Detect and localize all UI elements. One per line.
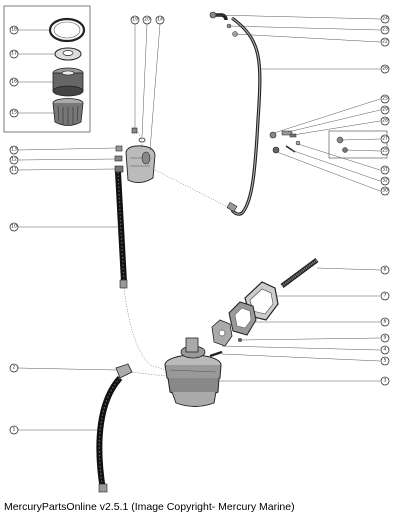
callout-12: 12 bbox=[9, 155, 19, 165]
svg-text:23: 23 bbox=[382, 27, 388, 33]
svg-text:29: 29 bbox=[382, 107, 388, 113]
svg-text:2: 2 bbox=[13, 365, 16, 371]
svg-text:32: 32 bbox=[382, 178, 388, 184]
callout-26: 26 bbox=[380, 64, 390, 74]
svg-text:25: 25 bbox=[382, 96, 388, 102]
svg-text:27: 27 bbox=[382, 136, 388, 142]
callout-4: 4 bbox=[380, 345, 390, 355]
callout-9: 9 bbox=[380, 333, 390, 343]
svg-text:16: 16 bbox=[11, 79, 17, 85]
copyright-caption: MercuryPartsOnline v2.5.1 (Image Copyrig… bbox=[4, 501, 295, 513]
svg-text:1: 1 bbox=[13, 427, 16, 433]
svg-text:18: 18 bbox=[11, 27, 17, 33]
callout-3: 3 bbox=[380, 376, 390, 386]
svg-text:24: 24 bbox=[382, 16, 388, 22]
assembly-line-fitting-to-pump bbox=[129, 371, 167, 377]
parts-diagram: 18 17 16 15 19 20 14 13 12 11 10 2 1 24 … bbox=[3, 5, 390, 493]
part-10-fuel-hose bbox=[115, 171, 128, 289]
part-14-filter-housing bbox=[125, 145, 156, 183]
callout-15: 15 bbox=[9, 108, 19, 118]
svg-text:25: 25 bbox=[382, 148, 388, 154]
part-6-gasket bbox=[228, 301, 257, 336]
callout-24: 24 bbox=[380, 14, 390, 24]
assembly-line-housing-to-line bbox=[154, 169, 231, 209]
part-17-washer bbox=[54, 47, 82, 61]
svg-text:10: 10 bbox=[11, 224, 17, 230]
callout-32: 32 bbox=[380, 176, 390, 186]
svg-text:19: 19 bbox=[132, 17, 138, 23]
svg-text:26: 26 bbox=[382, 66, 388, 72]
callout-30: 30 bbox=[380, 186, 390, 196]
callout-10: 10 bbox=[9, 222, 19, 232]
callout-6: 6 bbox=[380, 317, 390, 327]
callout-8: 8 bbox=[380, 265, 390, 275]
callout-13: 13 bbox=[9, 145, 19, 155]
svg-text:28: 28 bbox=[382, 118, 388, 124]
svg-text:12: 12 bbox=[11, 157, 17, 163]
svg-text:6: 6 bbox=[384, 319, 387, 325]
callout-18: 18 bbox=[9, 25, 19, 35]
callout-28: 28 bbox=[380, 116, 390, 126]
svg-text:22: 22 bbox=[382, 39, 388, 45]
part-16-filter-element bbox=[52, 67, 84, 97]
part-8-stud bbox=[280, 257, 319, 289]
assembly-line-fitting-cluster bbox=[136, 129, 143, 146]
part-26-fuel-line bbox=[209, 11, 262, 216]
callout-20: 20 bbox=[142, 15, 152, 25]
assembly-line-hose-to-pump bbox=[123, 287, 167, 371]
part-15-filter-bowl bbox=[52, 98, 84, 126]
svg-text:7: 7 bbox=[384, 293, 387, 299]
hardware-25-32 bbox=[269, 130, 388, 159]
callout-25-upper: 25 bbox=[380, 94, 390, 104]
callout-19: 19 bbox=[130, 15, 140, 25]
svg-text:20: 20 bbox=[144, 17, 150, 23]
part-1-fuel-hose bbox=[96, 375, 123, 493]
svg-text:15: 15 bbox=[11, 110, 17, 116]
callout-11: 11 bbox=[9, 165, 19, 175]
callout-22: 22 bbox=[380, 37, 390, 47]
svg-text:8: 8 bbox=[384, 267, 387, 273]
callout-27: 27 bbox=[380, 134, 390, 144]
svg-text:4: 4 bbox=[384, 347, 387, 353]
part-3-fuel-pump bbox=[164, 337, 222, 407]
svg-text:14: 14 bbox=[157, 17, 163, 23]
svg-text:5: 5 bbox=[384, 358, 387, 364]
callout-14: 14 bbox=[155, 15, 165, 25]
callout-31: 31 bbox=[380, 165, 390, 175]
svg-text:11: 11 bbox=[11, 167, 17, 173]
svg-text:17: 17 bbox=[11, 51, 17, 57]
filter-parts-inset-box bbox=[3, 5, 91, 133]
part-2-elbow-fitting bbox=[115, 363, 133, 379]
part-19-screw bbox=[131, 127, 138, 134]
callout-16: 16 bbox=[9, 77, 19, 87]
svg-text:30: 30 bbox=[382, 188, 388, 194]
callout-23: 23 bbox=[380, 25, 390, 35]
callout-29: 29 bbox=[380, 105, 390, 115]
callout-25-lower: 25 bbox=[380, 146, 390, 156]
callout-1: 1 bbox=[9, 425, 19, 435]
part-9-plate bbox=[211, 319, 233, 347]
svg-text:13: 13 bbox=[11, 147, 17, 153]
callout-17: 17 bbox=[9, 49, 19, 59]
callout-5: 5 bbox=[380, 356, 390, 366]
callout-7: 7 bbox=[380, 291, 390, 301]
fittings-11-13 bbox=[114, 145, 124, 173]
part-18-gasket bbox=[48, 17, 86, 43]
svg-text:9: 9 bbox=[384, 335, 387, 341]
leader-lines bbox=[17, 14, 381, 431]
svg-text:3: 3 bbox=[384, 378, 387, 384]
svg-text:31: 31 bbox=[382, 167, 388, 173]
callout-2: 2 bbox=[9, 363, 19, 373]
